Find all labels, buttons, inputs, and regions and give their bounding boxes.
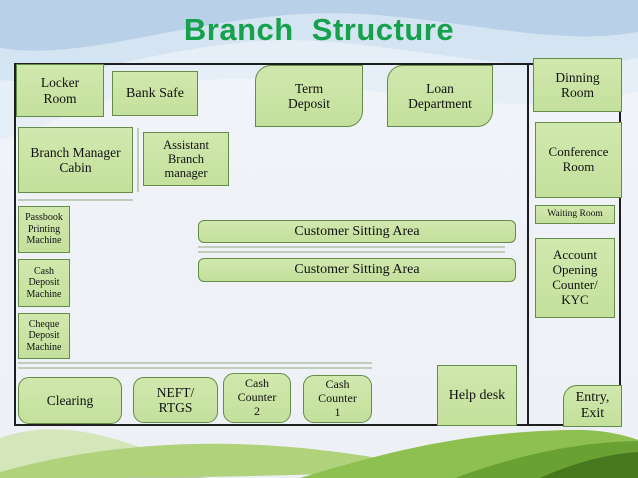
room-customer-sitting-area-1: Customer Sitting Area	[198, 220, 516, 243]
room-cheque-deposit-machine: Cheque Deposit Machine	[18, 313, 70, 359]
room-neft-rtgs: NEFT/ RTGS	[133, 377, 218, 423]
room-dinning-room: Dinning Room	[533, 58, 622, 112]
room-cash-deposit-machine: Cash Deposit Machine	[18, 259, 70, 307]
room-passbook-printing-machine: Passbook Printing Machine	[18, 206, 70, 253]
sitting-area-divider-1	[198, 246, 505, 248]
room-assistant-branch-manager: Assistant Branch manager	[143, 132, 229, 186]
room-cash-counter-1: Cash Counter 1	[303, 375, 372, 423]
counter-row-divider-1	[18, 362, 372, 364]
room-branch-manager-cabin: Branch Manager Cabin	[18, 127, 133, 193]
manager-cabin-side-line	[137, 128, 139, 192]
room-conference-room: Conference Room	[535, 122, 622, 198]
room-waiting-room: Waiting Room	[535, 205, 615, 224]
room-loan-department: Loan Department	[387, 65, 493, 127]
room-bank-safe: Bank Safe	[112, 71, 198, 116]
sitting-area-divider-2	[198, 251, 505, 253]
manager-cabin-underline	[18, 199, 133, 201]
room-account-opening-counter-kyc: Account Opening Counter/ KYC	[535, 238, 615, 318]
room-locker-room: Locker Room	[16, 64, 104, 117]
room-help-desk: Help desk	[437, 365, 517, 426]
room-clearing: Clearing	[18, 377, 122, 424]
page-title: Branch Structure	[183, 12, 455, 47]
room-cash-counter-2: Cash Counter 2	[223, 373, 291, 423]
room-term-deposit: Term Deposit	[255, 65, 363, 127]
right-wing-divider-line	[527, 63, 529, 426]
bottom-hills-decoration	[0, 429, 638, 478]
room-customer-sitting-area-2: Customer Sitting Area	[198, 258, 516, 282]
room-entry-exit: Entry, Exit	[563, 385, 622, 427]
counter-row-divider-2	[18, 367, 372, 369]
floor-plan-outline	[14, 63, 621, 426]
